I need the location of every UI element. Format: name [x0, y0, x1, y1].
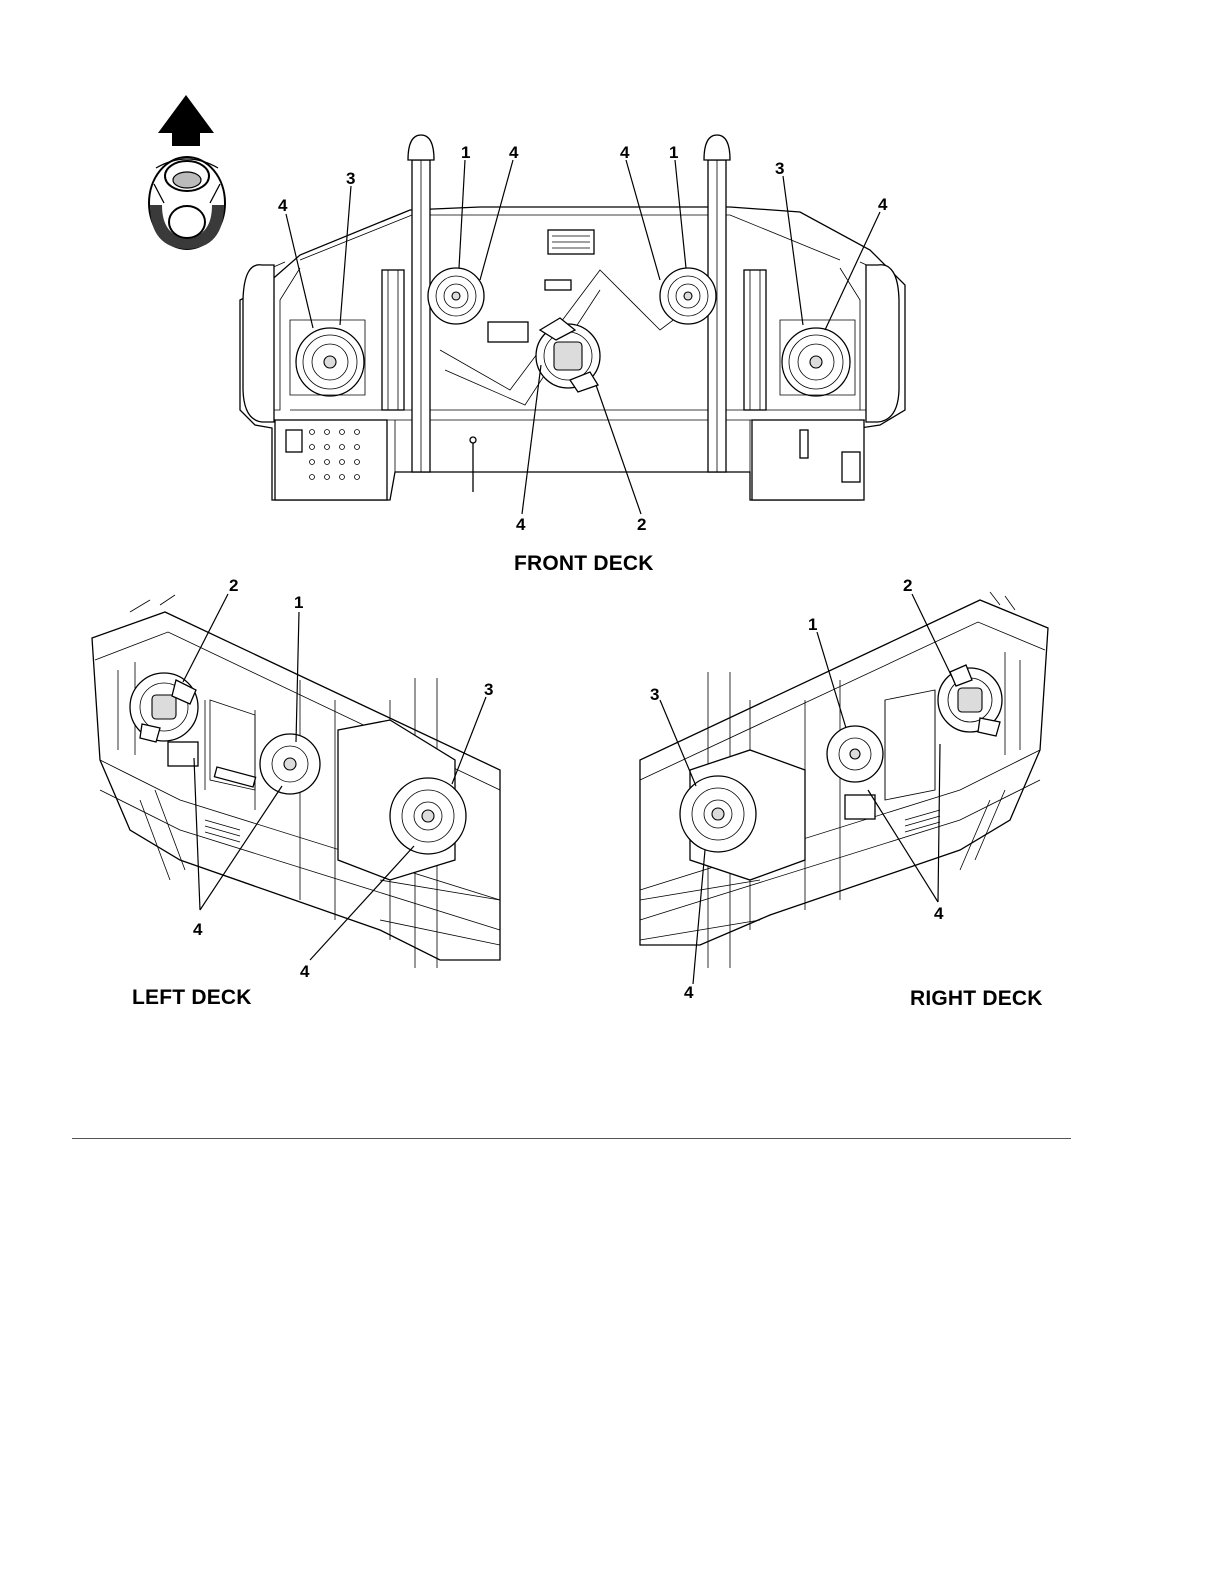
callout-number: 1 — [461, 144, 470, 161]
callout-number: 1 — [808, 616, 817, 633]
left-deck-body — [92, 595, 500, 968]
callout-number: 4 — [278, 197, 287, 214]
front-deck-drawing — [0, 0, 1224, 620]
callout-number: 4 — [934, 905, 943, 922]
callout-number: 4 — [620, 144, 629, 161]
callout-number: 4 — [878, 196, 887, 213]
section-divider — [72, 1138, 1071, 1139]
left-callout-leaders — [183, 594, 486, 960]
callout-number: 3 — [775, 160, 784, 177]
callout-number: 4 — [684, 984, 693, 1001]
forward-direction-arrow — [158, 95, 214, 146]
callout-number: 1 — [669, 144, 678, 161]
callout-number: 2 — [903, 577, 912, 594]
callout-number: 3 — [484, 681, 493, 698]
callout-number: 4 — [300, 963, 309, 980]
operator-seat-icon — [149, 157, 225, 249]
callout-number: 1 — [294, 594, 303, 611]
left-deck-caption: LEFT DECK — [132, 986, 252, 1010]
front-inner-right-spindle — [660, 268, 716, 324]
callout-number: 3 — [650, 686, 659, 703]
callout-number: 4 — [193, 921, 202, 938]
callout-number: 2 — [229, 577, 238, 594]
right-callout-leaders — [660, 594, 952, 984]
callout-number: 2 — [637, 516, 646, 533]
front-inner-left-spindle — [428, 268, 484, 324]
right-deck-caption: RIGHT DECK — [910, 987, 1043, 1011]
callout-number: 3 — [346, 170, 355, 187]
front-deck-caption: FRONT DECK — [514, 552, 654, 576]
right-deck-body — [640, 592, 1048, 968]
callout-number: 4 — [516, 516, 525, 533]
callout-number: 4 — [509, 144, 518, 161]
